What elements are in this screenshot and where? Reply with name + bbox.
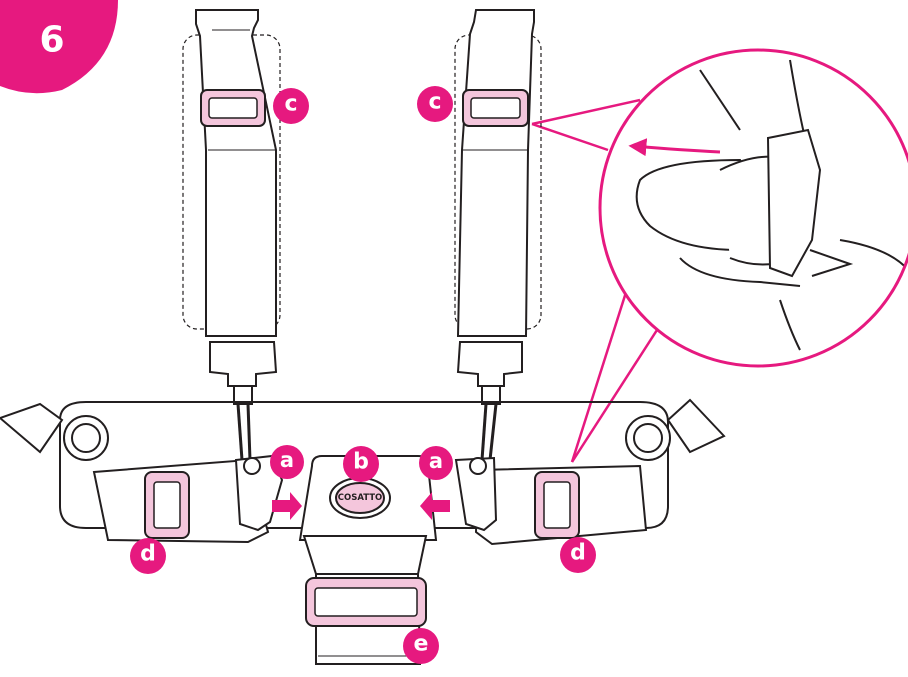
svg-text:d: d: [140, 542, 156, 567]
zoom-detail: [598, 48, 908, 368]
label-a-right: a: [419, 446, 453, 480]
svg-text:a: a: [280, 448, 294, 472]
adjuster-c-right: [462, 89, 529, 127]
label-e: e: [403, 628, 439, 664]
label-c-right: c: [417, 86, 453, 122]
label-c-left: c: [273, 88, 309, 124]
svg-text:c: c: [428, 90, 441, 115]
adjuster-e: [305, 577, 427, 627]
svg-text:c: c: [284, 92, 297, 117]
right-insert-arrow: [420, 492, 450, 520]
svg-text:e: e: [414, 632, 429, 657]
thread-direction-arrow: [628, 138, 721, 157]
zoom-circle-outline: [598, 48, 908, 368]
central-buckle: COSATTO: [298, 455, 438, 541]
zoom-connector: [531, 98, 668, 463]
label-a-left: a: [270, 445, 304, 479]
step-number: 6: [39, 20, 64, 61]
label-b: b: [343, 446, 379, 482]
svg-text:d: d: [570, 541, 586, 566]
right-shoulder-strap: [454, 9, 542, 461]
buckle-brand-text: COSATTO: [338, 493, 383, 503]
label-d-right: d: [560, 537, 596, 573]
right-buckle-tongue: [454, 456, 498, 532]
svg-text:b: b: [353, 450, 369, 475]
svg-text:a: a: [429, 449, 443, 473]
adjuster-d-right: [534, 471, 580, 539]
adjuster-c-left: [200, 89, 266, 127]
adjuster-d-left: [144, 471, 190, 539]
step-badge: 6: [0, 0, 118, 94]
left-shoulder-strap: [182, 9, 281, 461]
left-insert-arrow: [272, 492, 302, 520]
release-button: [335, 482, 385, 514]
label-d-left: d: [130, 538, 166, 574]
